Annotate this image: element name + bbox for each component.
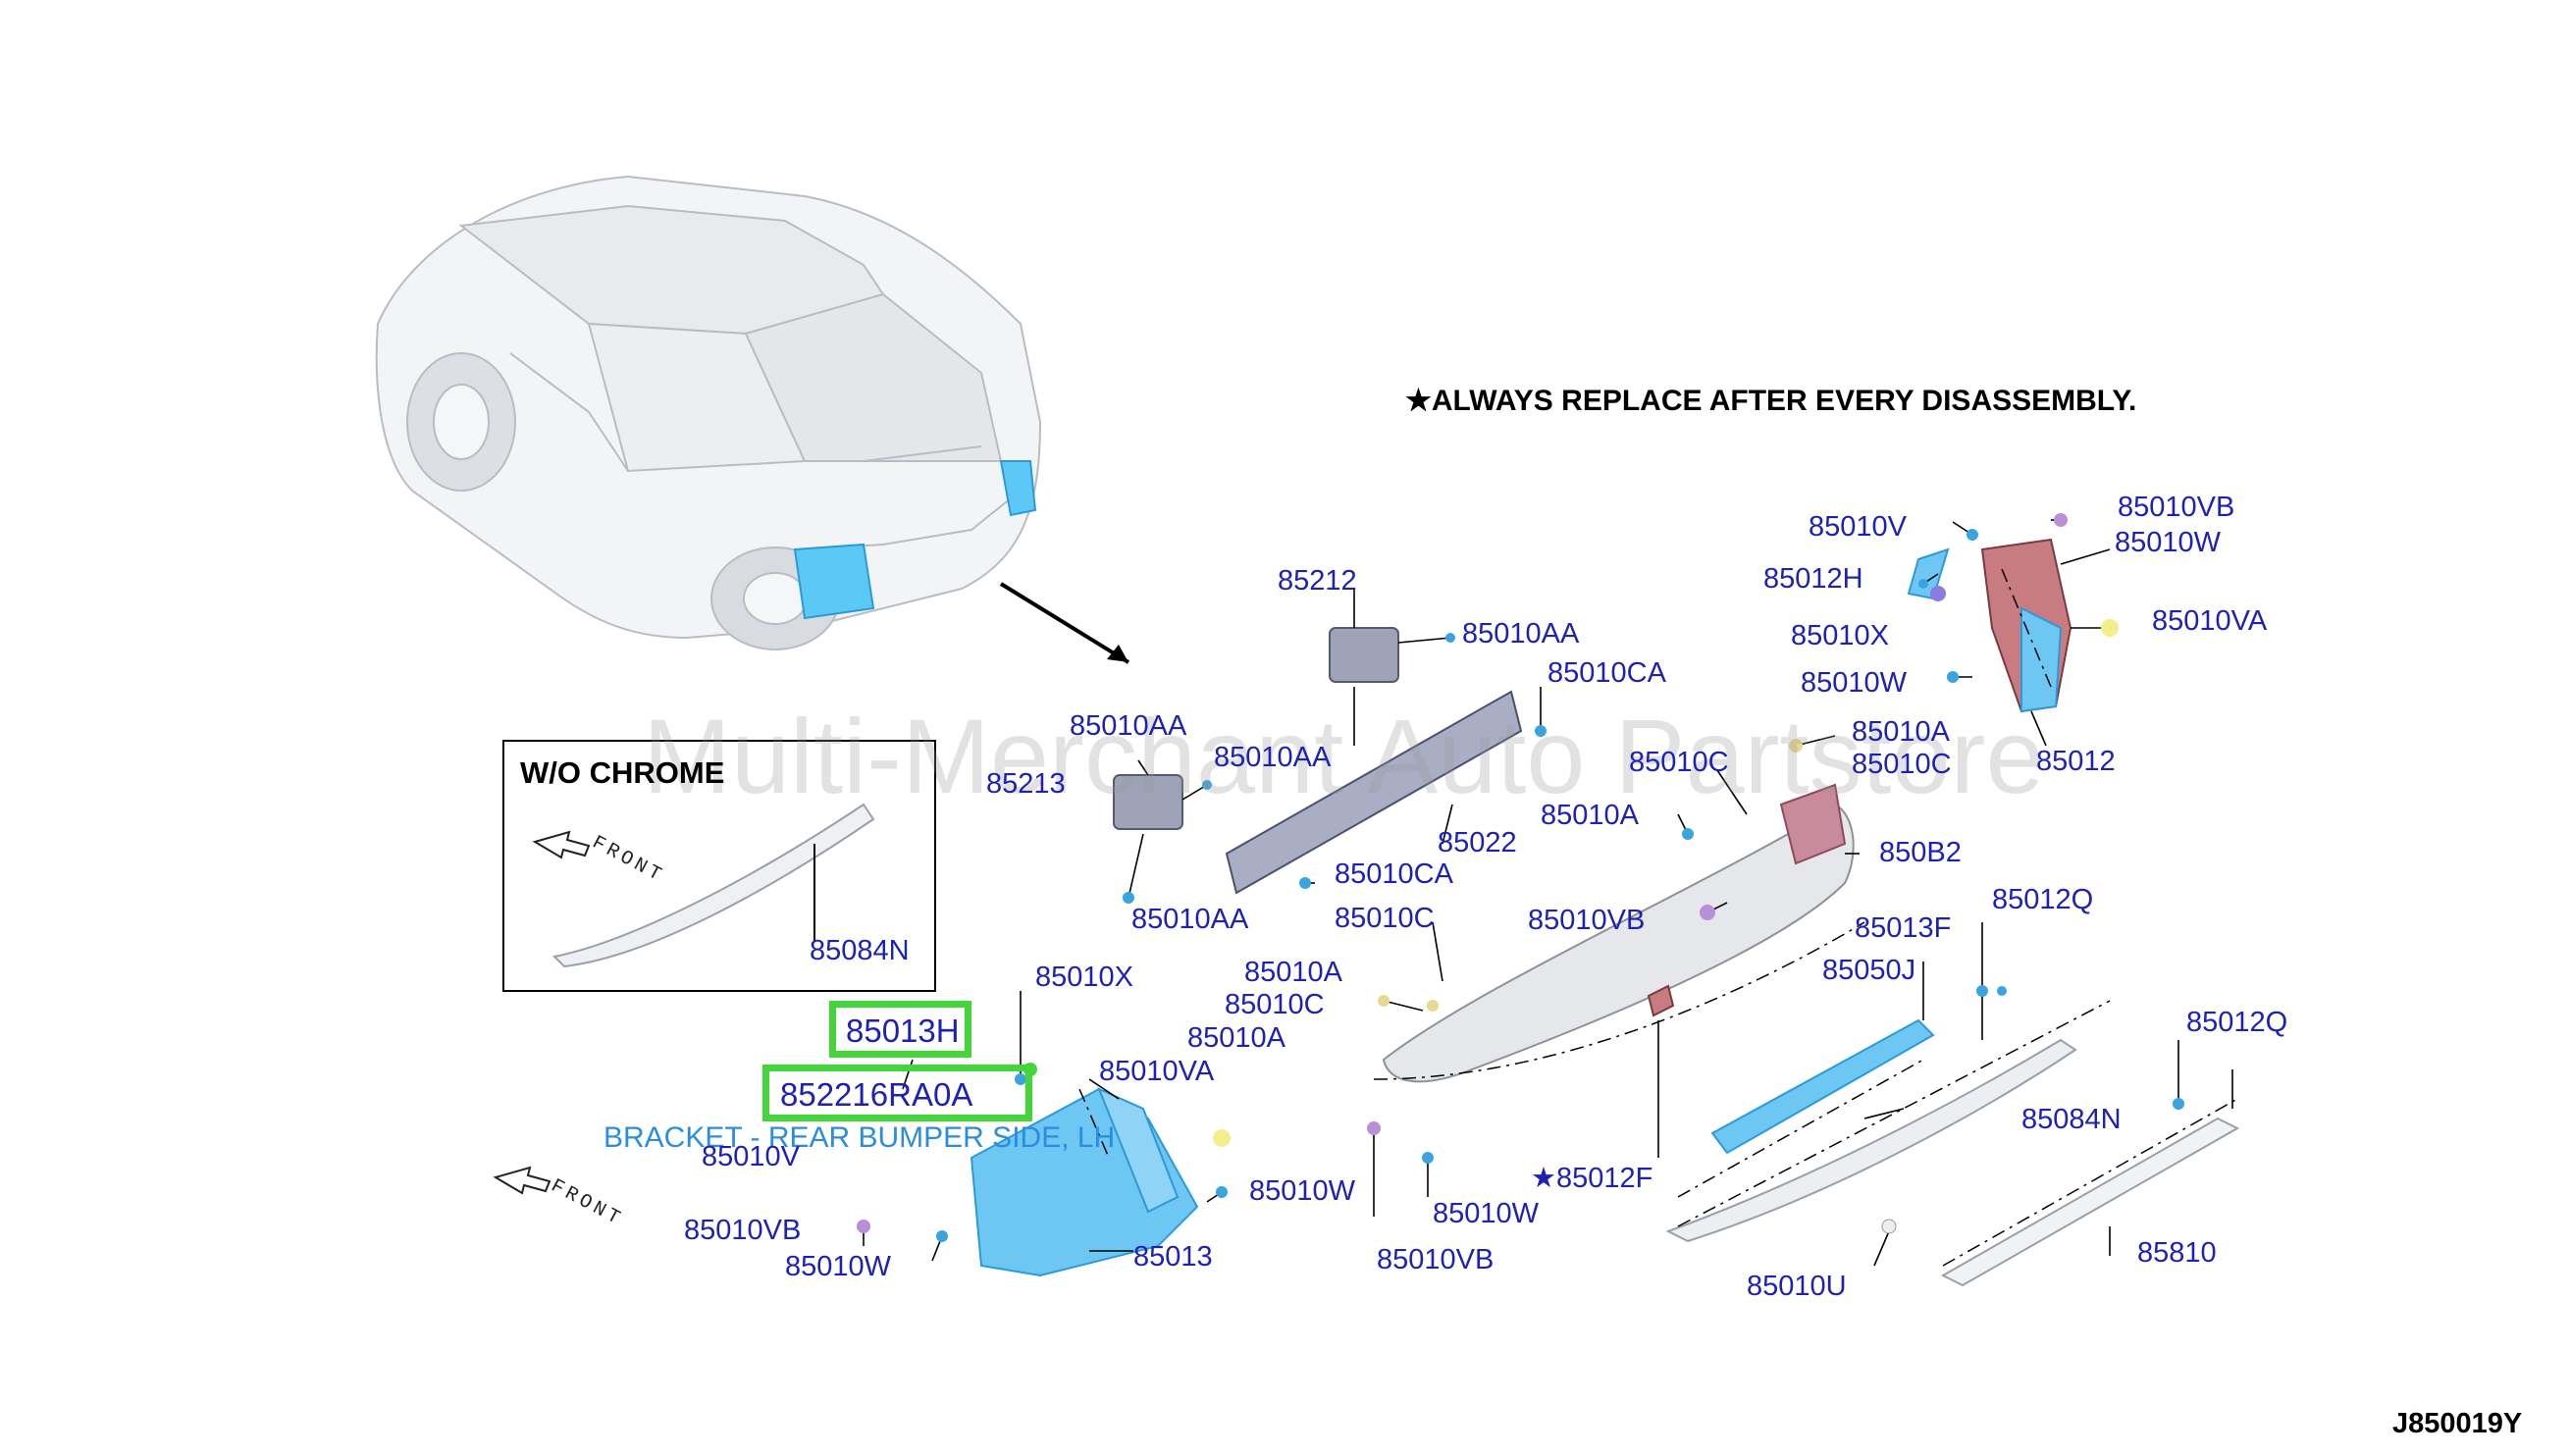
highlight-box-852216RA0A[interactable] [762, 1065, 1032, 1121]
replace-notice: ★ALWAYS REPLACE AFTER EVERY DISASSEMBLY. [1405, 385, 2137, 417]
vehicle-highlight-left [793, 543, 875, 620]
part-label-85012H[interactable]: 85012H [1763, 563, 1863, 595]
part-label-85010W[interactable]: 85010W [1249, 1175, 1356, 1207]
part-label-85010CA[interactable]: 85010CA [1335, 858, 1453, 890]
strip-85810 [1940, 1117, 2240, 1287]
bracket-85050J [1710, 1018, 1935, 1155]
part-85012F [1647, 984, 1675, 1017]
part-label-85012Q[interactable]: 85012Q [2186, 1007, 2288, 1038]
part-label-85010VB[interactable]: 85010VB [1377, 1244, 1495, 1275]
part-label-85010C[interactable]: 85010C [1335, 903, 1435, 934]
part-label-85010V[interactable]: 85010V [1809, 511, 1907, 543]
part-label-85010W[interactable]: 85010W [2115, 527, 2222, 558]
pointer-arrow-head [1107, 645, 1128, 662]
part-label-85010W[interactable]: 85010W [785, 1251, 892, 1282]
part-label-85010A[interactable]: 85010A [1852, 716, 1950, 748]
highlight-box-85013H[interactable] [829, 1001, 971, 1058]
vehicle-illustration [375, 175, 1042, 650]
inset-title: W/O CHROME [520, 755, 725, 790]
part-label-85010W[interactable]: 85010W [1433, 1198, 1540, 1229]
reinforcement-85022 [1225, 690, 1523, 895]
part-label-85010VB[interactable]: 85010VB [2118, 492, 2235, 523]
part-label-85010A[interactable]: 85010A [1541, 800, 1639, 831]
part-label-85010X[interactable]: 85010X [1035, 962, 1133, 993]
part-label-85050J[interactable]: 85050J [1822, 955, 1916, 986]
part-label-85012[interactable]: 85012 [2036, 746, 2116, 777]
part-label-85010C[interactable]: 85010C [1852, 749, 1952, 780]
part-label-85010W[interactable]: 85010W [1801, 667, 1908, 699]
molding-85084N [1665, 1038, 2077, 1243]
part-label-85010A[interactable]: 85010A [1244, 957, 1342, 988]
leader-lines [863, 519, 2233, 1267]
inset-frame [502, 740, 936, 992]
part-label-85084N[interactable]: 85084N [2021, 1104, 2122, 1135]
part-label-85010U[interactable]: 85010U [1747, 1271, 1847, 1302]
part-label-85012F[interactable]: ★85012F [1531, 1163, 1653, 1194]
front-arrow [493, 1166, 551, 1195]
part-label-85010V[interactable]: 85010V [702, 1141, 800, 1172]
watermark: Multi-Merchant Auto Partstore [643, 697, 2045, 815]
part-label-85010AA[interactable]: 85010AA [1214, 742, 1332, 773]
highlight-description: BRACKET - REAR BUMPER SIDE, LH [603, 1121, 1116, 1154]
part-label-850B2[interactable]: 850B2 [1879, 837, 1962, 868]
bracket-85212 [1329, 627, 1399, 683]
part-label-85010VA[interactable]: 85010VA [2152, 605, 2268, 637]
vehicle-highlight-right [999, 460, 1037, 517]
part-label-85010VA[interactable]: 85010VA [1099, 1056, 1215, 1087]
part-label-85213[interactable]: 85213 [986, 768, 1066, 800]
part-label-85010CA[interactable]: 85010CA [1547, 657, 1666, 689]
part-label-85010AA[interactable]: 85010AA [1070, 710, 1187, 742]
part-label-85010AA[interactable]: 85010AA [1462, 618, 1580, 650]
part-label-85012Q[interactable]: 85012Q [1992, 884, 2094, 915]
part-label-85022[interactable]: 85022 [1438, 827, 1517, 858]
part-label-85010A[interactable]: 85010A [1187, 1022, 1285, 1054]
inset-front-arrow [532, 830, 591, 859]
highlight-part-b[interactable]: 852216RA0A [780, 1076, 973, 1113]
part-label-85010C[interactable]: 85010C [1629, 747, 1729, 778]
part-label-85010VB[interactable]: 85010VB [1528, 905, 1646, 936]
part-label-85010VB[interactable]: 85010VB [684, 1215, 802, 1246]
part-label-85010X[interactable]: 85010X [1791, 620, 1889, 651]
inset-part-label[interactable]: 85084N [810, 935, 910, 966]
part-label-85212[interactable]: 85212 [1278, 565, 1357, 597]
pointer-arrow-line [999, 582, 1130, 664]
part-label-85013[interactable]: 85013 [1133, 1241, 1213, 1273]
diagram-code: J850019Y [2392, 1408, 2523, 1439]
part-label-85010C[interactable]: 85010C [1225, 989, 1325, 1020]
inset-chrome-strip [551, 803, 875, 968]
bumper-fascia-850B2 [1382, 803, 1855, 1083]
dash-lines [1078, 568, 2238, 1267]
highlight-part-a[interactable]: 85013H [846, 1013, 960, 1049]
part-label-85810[interactable]: 85810 [2137, 1237, 2217, 1269]
part-label-85013F[interactable]: 85013F [1855, 912, 1952, 944]
part-label-85010AA[interactable]: 85010AA [1131, 904, 1249, 935]
